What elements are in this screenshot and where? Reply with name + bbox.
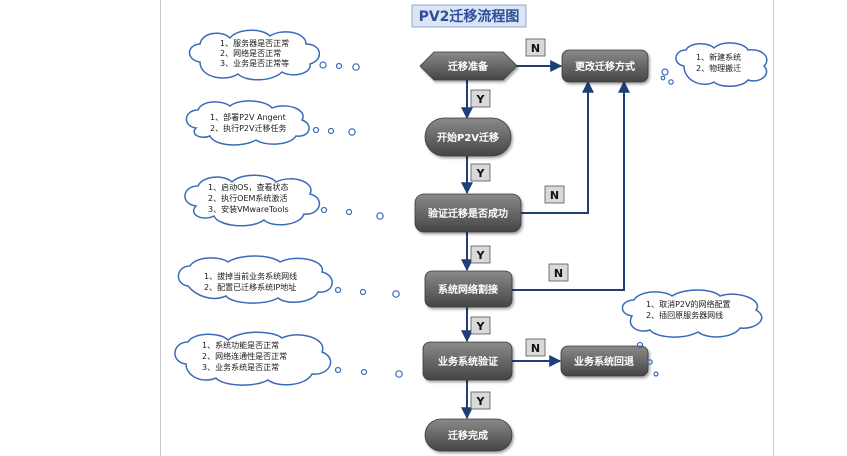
cloud-network-steps: 1、拔掉当前业务系统网线 2、配置已迁移系统IP地址 — [177, 255, 400, 304]
decision-n-2: N — [544, 185, 565, 204]
svg-text:Y: Y — [476, 167, 486, 180]
node-business-verify: 业务系统验证 — [422, 341, 513, 381]
node-start-p2v: 开始P2V迁移 — [424, 117, 512, 157]
svg-text:N: N — [531, 42, 540, 55]
decision-n-3: N — [548, 263, 569, 282]
decision-y-4: Y — [470, 316, 491, 335]
cloud-business-line-2: 2、网络连通性是否正常 — [202, 351, 287, 361]
diagram-title: PV2迁移流程图 — [411, 4, 527, 28]
svg-text:Y: Y — [476, 93, 486, 106]
svg-text:N: N — [550, 189, 559, 202]
svg-text:Y: Y — [476, 395, 486, 408]
decision-y-1: Y — [470, 89, 491, 108]
decision-n-4: N — [525, 338, 546, 357]
node-network-cutover-label: 系统网络割接 — [438, 283, 498, 296]
cloud-verify-line-1: 1、启动OS，查看状态 — [208, 182, 288, 192]
cloud-business-line-3: 3、业务系统是否正常 — [202, 362, 279, 372]
cloud-start-line-1: 1、部署P2V Angent — [210, 112, 286, 122]
svg-text:Y: Y — [476, 249, 486, 262]
cloud-change-options: 1、新建系统 2、物理搬迁 — [660, 42, 768, 87]
node-prepare: 迁移准备 — [419, 51, 518, 81]
cloud-prepare-line-1: 1、服务器是否正常 — [220, 38, 289, 48]
arrow-verify-to-change — [521, 80, 594, 214]
svg-text:N: N — [531, 342, 540, 355]
cloud-rollback-line-1: 1、取消P2V的网络配置 — [646, 299, 730, 309]
cloud-verify-line-2: 2、执行OEM系统激活 — [208, 193, 287, 203]
cloud-network-line-1: 1、拔掉当前业务系统网线 — [204, 271, 297, 281]
cloud-start-steps: 1、部署P2V Angent 2、执行P2V迁移任务 — [185, 100, 356, 146]
node-prepare-label: 迁移准备 — [448, 60, 489, 73]
cloud-business-checks: 1、系统功能是否正常 2、网络连通性是否正常 3、业务系统是否正常 — [174, 331, 403, 386]
decision-y-3: Y — [470, 245, 491, 264]
svg-text:N: N — [554, 267, 563, 280]
node-business-verify-label: 业务系统验证 — [438, 355, 498, 368]
node-verify-success: 验证迁移是否成功 — [414, 193, 522, 233]
node-start-p2v-label: 开始P2V迁移 — [437, 131, 499, 144]
cloud-business-line-1: 1、系统功能是否正常 — [202, 340, 279, 350]
arrow-network-to-change — [512, 80, 630, 291]
cloud-verify-steps: 1、启动OS，查看状态 2、执行OEM系统激活 3、安装VMwareTools — [184, 174, 384, 227]
cloud-rollback-steps: 1、取消P2V的网络配置 2、插回原服务器网线 — [621, 289, 763, 377]
cloud-verify-line-3: 3、安装VMwareTools — [208, 204, 289, 214]
cloud-change-line-1: 1、新建系统 — [696, 52, 741, 62]
decision-y-2: Y — [470, 163, 491, 182]
node-network-cutover: 系统网络割接 — [424, 270, 513, 308]
node-verify-success-label: 验证迁移是否成功 — [428, 207, 508, 220]
cloud-rollback-line-2: 2、插回原服务器网线 — [646, 310, 723, 320]
cloud-prepare-line-3: 3、业务是否正常等 — [220, 58, 289, 68]
cloud-prepare-line-2: 2、网络是否正常 — [220, 48, 281, 58]
cloud-start-line-2: 2、执行P2V迁移任务 — [210, 123, 286, 133]
cloud-network-line-2: 2、配置已迁移系统IP地址 — [204, 282, 296, 292]
cloud-prepare-checks: 1、服务器是否正常 2、网络是否正常 3、业务是否正常等 — [188, 29, 360, 81]
decision-y-5: Y — [470, 391, 491, 410]
node-complete: 迁移完成 — [424, 418, 513, 452]
svg-text:Y: Y — [476, 320, 486, 333]
node-business-rollback-label: 业务系统回退 — [574, 355, 634, 368]
node-change-method-label: 更改迁移方式 — [575, 60, 635, 73]
node-change-method: 更改迁移方式 — [561, 49, 649, 83]
decision-n-1: N — [525, 38, 546, 57]
node-business-rollback: 业务系统回退 — [560, 345, 649, 377]
cloud-change-line-2: 2、物理搬迁 — [696, 63, 741, 73]
node-complete-label: 迁移完成 — [448, 429, 488, 442]
diagram-title-text: PV2迁移流程图 — [419, 8, 520, 25]
